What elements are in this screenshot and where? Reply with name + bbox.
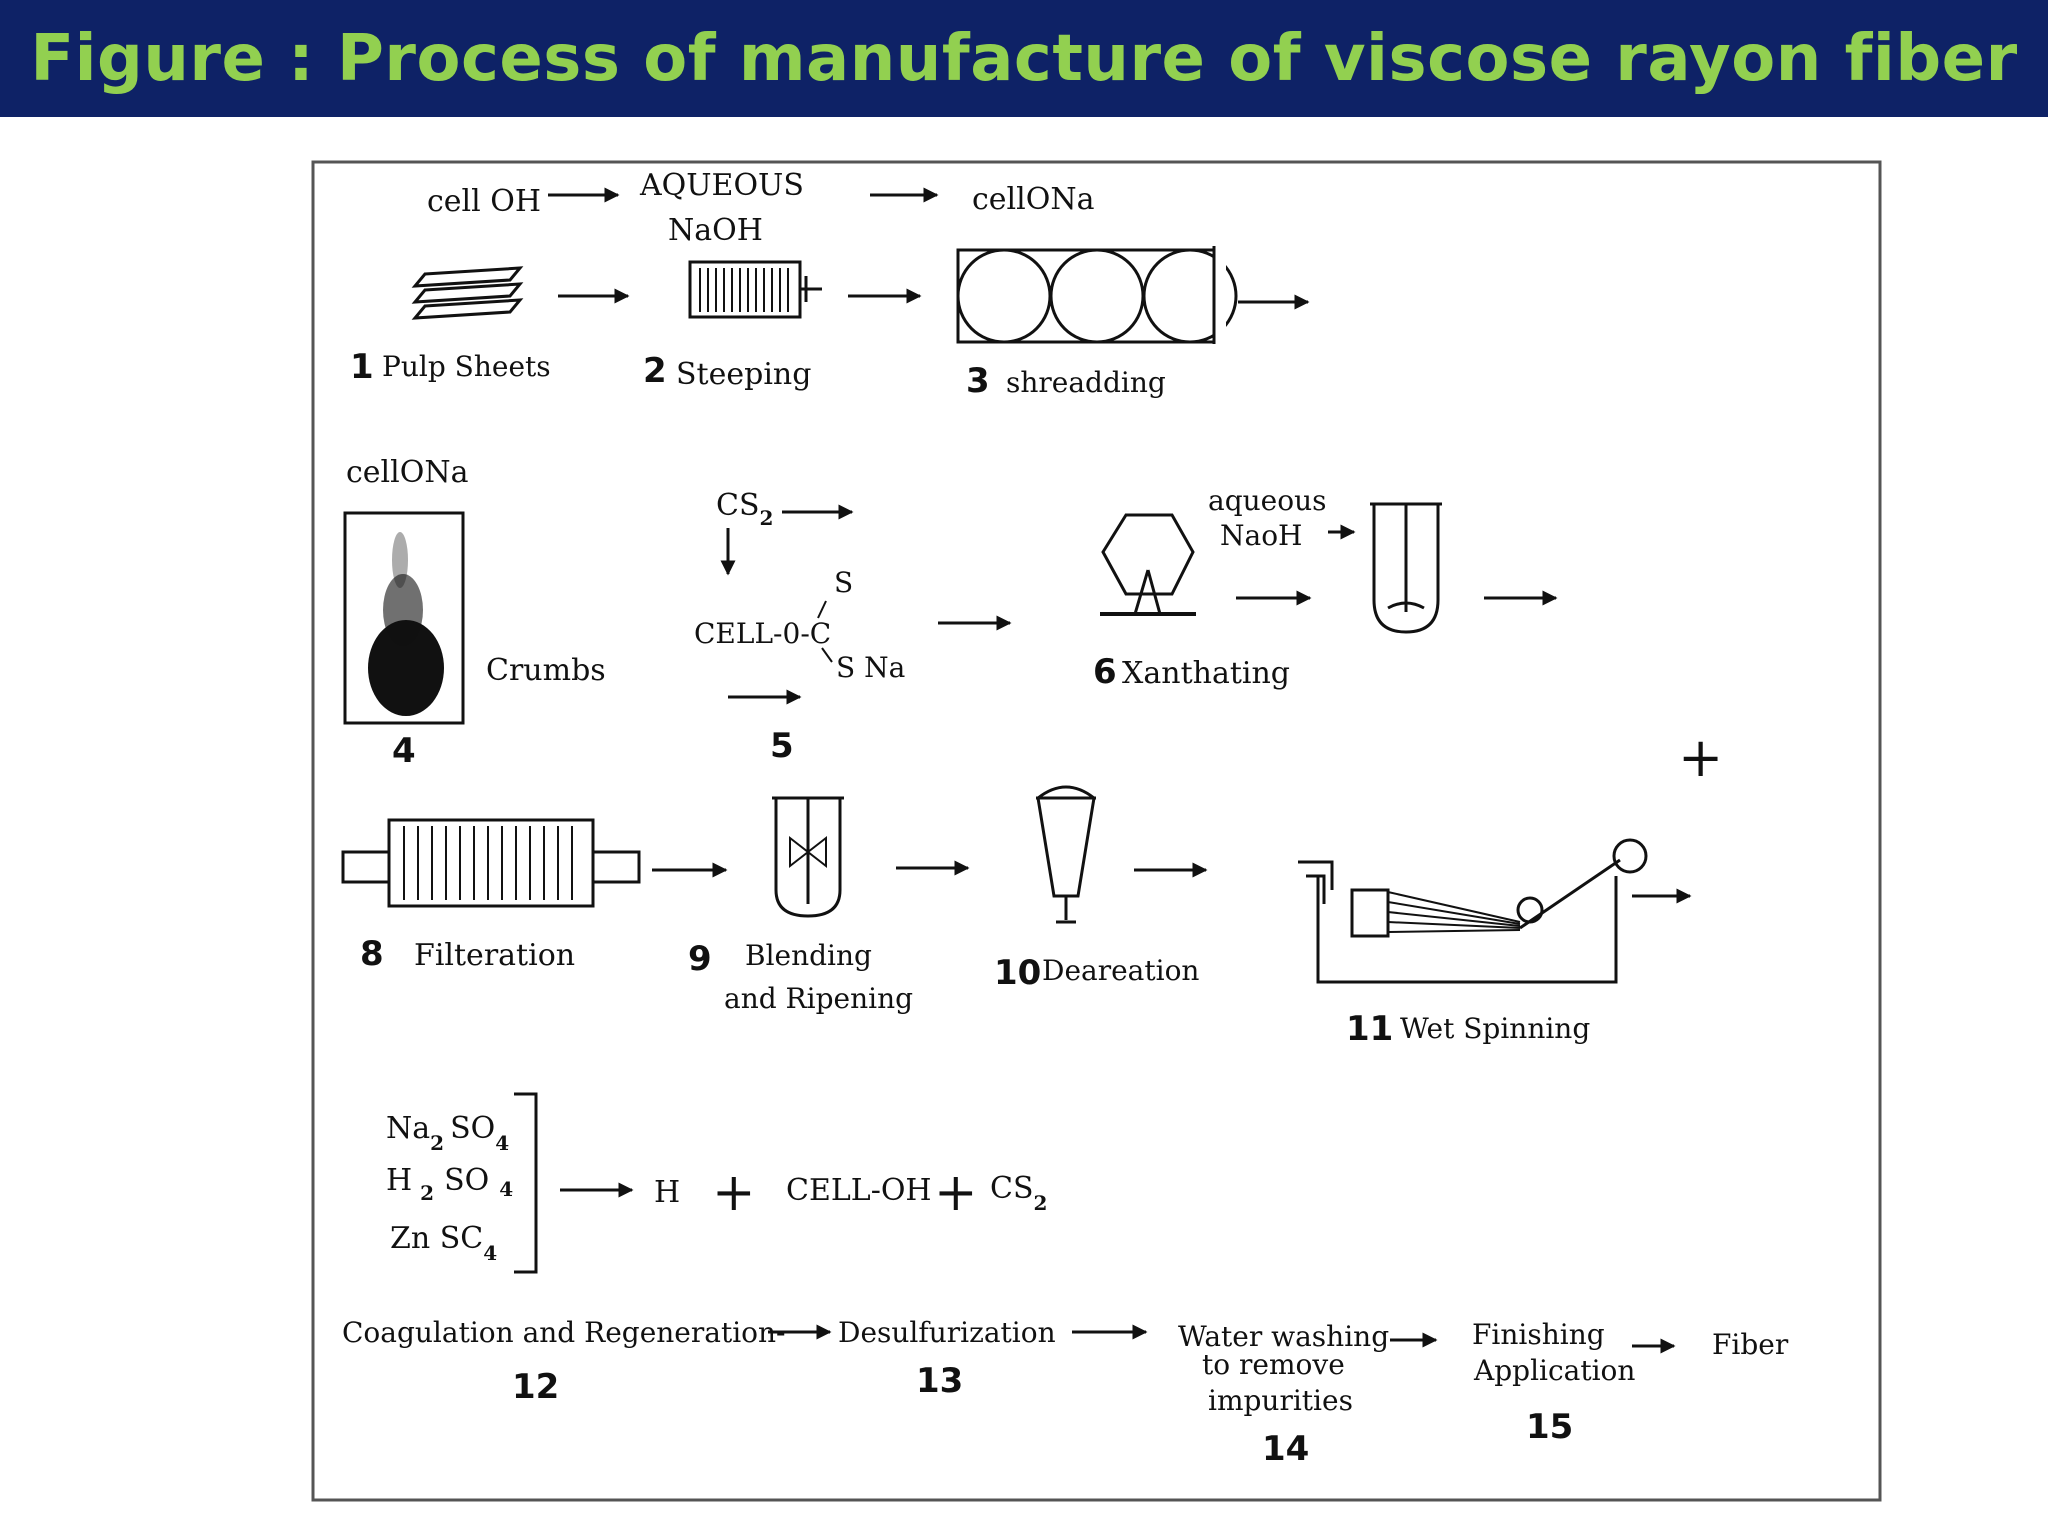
plus-sign: +	[1678, 726, 1723, 789]
step-1-label: Pulp Sheets	[382, 350, 551, 383]
water-washing-label-1: Water washing	[1178, 1320, 1389, 1353]
step-15-number: 15	[1526, 1407, 1573, 1447]
step-3-number: 3	[966, 361, 990, 401]
step-9-label-2: and Ripening	[724, 982, 913, 1015]
xanthate-bond	[821, 647, 833, 663]
title-bar: Figure : Process of manufacture of visco…	[0, 0, 2048, 117]
pulp-sheets-icon	[411, 266, 524, 320]
filter-press-icon	[341, 818, 641, 908]
naoh-label: NaOH	[668, 213, 763, 248]
step-11-number: 11	[1346, 1009, 1393, 1049]
diagram-frame	[311, 160, 1882, 1502]
product-h: H	[654, 1175, 680, 1210]
step-9-number: 9	[688, 939, 712, 979]
crumbs-icon	[368, 532, 444, 716]
water-washing-label-2: to remove	[1202, 1348, 1345, 1381]
xanthating-churn-icon	[1100, 513, 1196, 616]
cs2-label: CS2	[716, 488, 773, 530]
step-12-number: 12	[512, 1367, 559, 1407]
xanthate-s-top: S	[834, 566, 853, 599]
xanthate-formula: CELL-0-C	[694, 617, 831, 650]
step-9-label-1: Blending	[745, 939, 872, 972]
step-13-number: 13	[916, 1361, 963, 1401]
step-6-number: 6	[1093, 652, 1117, 692]
formula-znso4: Zn SC4	[390, 1221, 497, 1265]
bracket	[514, 1092, 538, 1274]
step-6-label: Xanthating	[1122, 656, 1290, 691]
step-8-label: Filteration	[414, 938, 575, 973]
wet-spinning-bath-icon	[1298, 838, 1648, 984]
shredder-open-end	[1214, 248, 1226, 344]
step-2-label: Steeping	[676, 357, 811, 392]
finishing-label-2: Application	[1473, 1354, 1635, 1387]
aqueous-naoh-label-1: aqueous	[1208, 484, 1326, 517]
fiber-label: Fiber	[1712, 1328, 1789, 1361]
xanthate-s-na: S Na	[836, 651, 905, 684]
step-11-label: Wet Spinning	[1400, 1012, 1590, 1045]
step-3-label: shreadding	[1006, 366, 1166, 399]
step-14-number: 14	[1262, 1429, 1309, 1469]
cellona-crumbs-label: cellONa	[346, 455, 469, 490]
coagulation-label: Coagulation and Regeneration-	[342, 1316, 786, 1349]
deareation-funnel-icon	[1036, 785, 1096, 924]
desulfurization-label: Desulfurization	[838, 1316, 1056, 1349]
xanthate-bond	[817, 600, 827, 619]
product-cell-oh: CELL-OH	[786, 1173, 932, 1208]
page-title: Figure : Process of manufacture of visco…	[30, 21, 2018, 96]
step-8-number: 8	[360, 934, 384, 974]
steeping-press-icon	[688, 260, 822, 319]
aqueous-naoh-label-2: NaoH	[1220, 519, 1302, 552]
cell-oh-label: cell OH	[427, 184, 541, 219]
step-4-number: 4	[392, 731, 416, 771]
aqueous-label: AQUEOUS	[639, 168, 804, 203]
plus-sign: +	[712, 1163, 756, 1223]
product-cs2: CS2	[990, 1171, 1047, 1215]
step-10-label: Deareation	[1042, 954, 1199, 987]
plus-sign: +	[934, 1163, 978, 1223]
finishing-label-1: Finishing	[1472, 1318, 1605, 1351]
crumbs-label: Crumbs	[486, 653, 606, 688]
cellona-label: cellONa	[972, 182, 1095, 217]
crumbs-box	[343, 511, 465, 725]
step-10-number: 10	[994, 953, 1041, 993]
blending-tank-icon	[772, 796, 844, 918]
shredder-icon	[956, 248, 1238, 344]
step-2-number: 2	[643, 351, 667, 391]
step-1-number: 1	[350, 347, 374, 387]
water-washing-label-3: impurities	[1208, 1384, 1353, 1417]
dissolving-tank-icon	[1370, 502, 1442, 634]
step-5-number: 5	[770, 726, 794, 766]
